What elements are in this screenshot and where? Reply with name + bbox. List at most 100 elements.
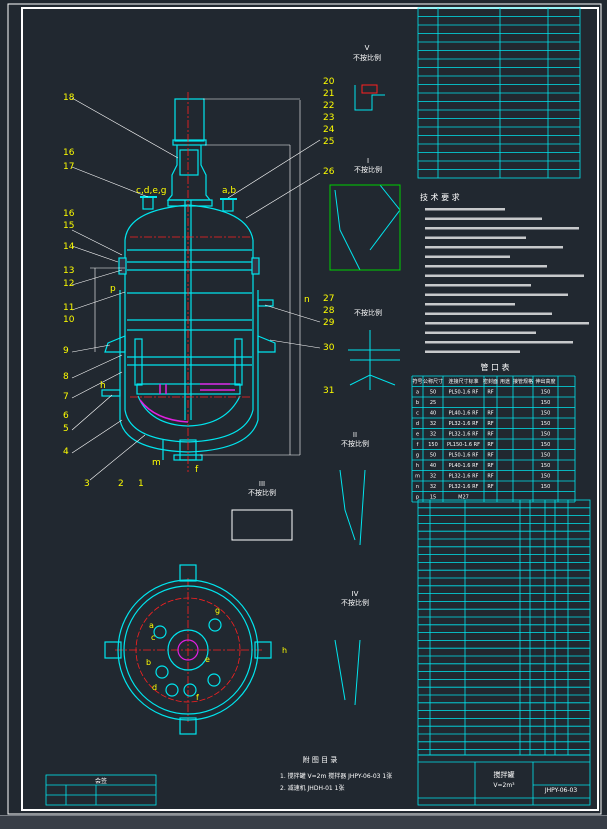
nozzle-table-cell: 150 <box>541 400 551 406</box>
nozzle-table-cell: 150 <box>541 453 551 459</box>
inner-frame <box>21 7 599 811</box>
nozzle-table-header: 符号 <box>412 378 422 385</box>
svg-text:b: b <box>146 658 151 667</box>
nozzle-table-cell: c <box>416 411 419 417</box>
leader-lines <box>71 97 321 481</box>
lug-right <box>257 335 276 353</box>
notes-line <box>425 274 584 277</box>
svg-text:II: II <box>353 431 357 439</box>
nozzle-table-cell: 50 <box>430 390 436 396</box>
jacket <box>119 290 259 453</box>
svg-text:I: I <box>367 157 369 165</box>
nozzle-table-cell: 150 <box>541 484 551 490</box>
notes-line <box>425 208 505 211</box>
nozzle-label: f <box>195 465 199 475</box>
nozzle-table-header: 用途 <box>500 378 510 385</box>
nozzle-label: p <box>110 284 116 294</box>
notes-line <box>425 236 526 239</box>
part-label: 28 <box>323 306 335 316</box>
part-label: 8 <box>63 372 69 382</box>
nozzle-table-cell: 150 <box>541 421 551 427</box>
part-label: 21 <box>323 89 334 99</box>
svg-text:IV: IV <box>352 590 359 598</box>
part-label: 4 <box>63 447 69 457</box>
nozzle-table-cell: RF <box>487 411 493 417</box>
part-label: 23 <box>323 113 334 123</box>
part-label: 24 <box>323 125 335 135</box>
part-label: 2 <box>118 479 124 489</box>
nozzle-table-cell: RF <box>487 474 493 480</box>
nozzle-table-header: 伸出高度 <box>535 378 555 385</box>
nozzle-label: m <box>152 458 161 468</box>
part-label: 10 <box>63 315 75 325</box>
part-label: 25 <box>323 137 334 147</box>
nozzle-table-cell: RF <box>487 463 493 469</box>
nozzle-table-cell: 150 <box>541 411 551 417</box>
nozzle-table-cell: RF <box>487 421 493 427</box>
svg-text:不按比例: 不按比例 <box>341 598 369 607</box>
nozzle-table-cell: g <box>416 453 419 459</box>
nozzle-table-cell: p <box>416 495 419 501</box>
notes-line <box>425 217 542 220</box>
nozzle-table-cell: PL32-1.6 RF <box>449 474 479 480</box>
centerlines <box>115 92 262 722</box>
nozzle-table-cell: RF <box>487 484 493 490</box>
nozzle-table-cell: RF <box>487 442 493 448</box>
part-label: 26 <box>323 167 335 177</box>
notes-line <box>425 322 589 325</box>
agitator-blades <box>139 383 235 423</box>
motor <box>174 98 205 142</box>
detail-views <box>231 84 401 706</box>
part-label: 22 <box>323 101 334 111</box>
part-label: 12 <box>63 279 74 289</box>
nozzle-table-cell: m <box>415 474 420 480</box>
svg-text:III: III <box>259 480 265 488</box>
tech-spec-table <box>417 7 581 179</box>
nozzle-table-title: 管 口 表 <box>480 362 509 372</box>
nozzle-table-header: 密封面 <box>483 378 498 385</box>
top-head <box>124 204 254 241</box>
view-titles: V 不按比例 I 不按比例 不按比例 II 不按比例 III 不按比例 IV 不… <box>248 44 382 607</box>
title-volume: V=2m³ <box>493 782 515 789</box>
part-label: 7 <box>63 392 69 402</box>
svg-text:不按比例: 不按比例 <box>354 165 382 174</box>
dimension-lines <box>90 98 301 456</box>
part-label: 11 <box>63 303 74 313</box>
nozzle-table-cell: b <box>416 400 419 406</box>
notes-line <box>425 350 520 353</box>
part-label: 17 <box>63 162 74 172</box>
svg-text:V: V <box>365 44 370 52</box>
nozzle-table-cell: n <box>416 484 419 490</box>
nozzle-table-cell: 40 <box>430 463 436 469</box>
svg-text:c: c <box>151 633 155 642</box>
notes-text <box>425 208 589 353</box>
drawing-list-item: 2. 减速机 JHDH-01 1张 <box>280 784 344 792</box>
nozzle-table-cell: 32 <box>430 432 436 438</box>
nozzle-label: c,d,e,g <box>136 186 167 196</box>
nozzle-table-cell: PL32-1.6 RF <box>449 421 479 427</box>
part-label: 30 <box>323 343 335 353</box>
nozzle-table-cell: 25 <box>430 400 436 406</box>
part-label: 5 <box>63 424 69 434</box>
part-label: 16 <box>63 209 75 219</box>
nozzle-table-cell: PL32-1.6 RF <box>449 484 479 490</box>
nozzle-table-cell: 150 <box>541 463 551 469</box>
drawing-list-title: 附 图 目 录 <box>303 755 338 764</box>
nozzle-table-cell: h <box>416 463 419 469</box>
nozzle-table-cell: RF <box>487 453 493 459</box>
nozzle-label: h <box>100 381 106 391</box>
nozzle-table-cell: RF <box>487 390 493 396</box>
nozzle-table-cell: 150 <box>541 432 551 438</box>
svg-text:h: h <box>282 646 287 655</box>
title-name: 搅拌罐 <box>494 770 515 779</box>
nozzle-table-cell: PL40-1.6 RF <box>449 411 479 417</box>
nozzle-table-cell: 150 <box>541 390 551 396</box>
drawing-list-item: 1. 搅拌罐 V=2m 搅拌器 JHPY-06-03 1张 <box>280 772 392 780</box>
svg-text:不按比例: 不按比例 <box>353 53 381 62</box>
part-label: 9 <box>63 346 69 356</box>
part-label: 31 <box>323 386 334 396</box>
svg-text:e: e <box>205 655 210 664</box>
top-view-labels: a c b d e f h g <box>146 606 287 702</box>
nozzle-table-cell: PL40-1.6 RF <box>449 463 479 469</box>
